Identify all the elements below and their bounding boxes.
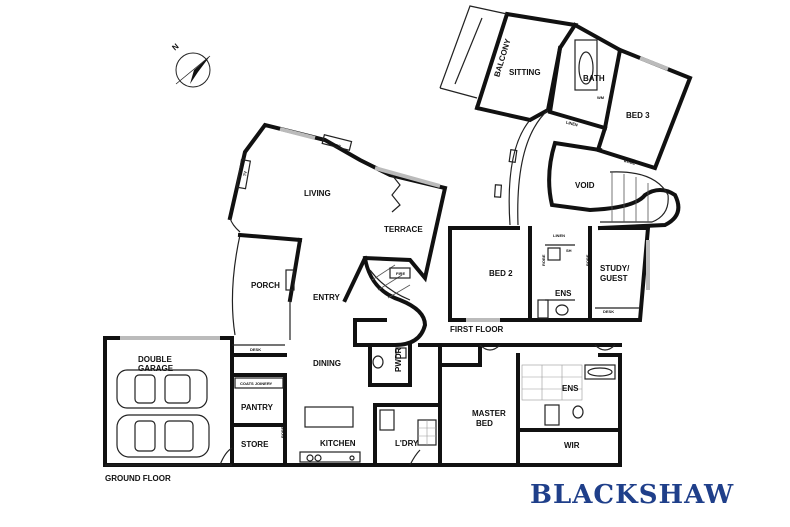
room-store: STORE <box>241 440 269 449</box>
room-ens-ground: ENS <box>562 384 579 393</box>
room-kitchen: KITCHEN <box>320 439 356 448</box>
room-terrace: TERRACE <box>384 225 423 234</box>
north-arrow-icon <box>190 56 210 84</box>
ground-floor-caption: GROUND FLOOR <box>105 474 171 483</box>
laundry-tiles <box>418 420 436 445</box>
ens-ground-tiles <box>521 364 583 401</box>
room-garage-line1: DOUBLE <box>138 355 172 364</box>
fixture-linen-bath: LINEN <box>565 120 578 128</box>
room-void: VOID <box>575 181 595 190</box>
room-pantry: PANTRY <box>241 403 274 412</box>
compass-label: N <box>170 42 180 53</box>
fixture-fire-living: FIRE <box>331 142 341 149</box>
car-top <box>116 369 208 409</box>
room-porch: PORCH <box>251 281 280 290</box>
first-floor-caption: FIRST FLOOR <box>450 325 504 334</box>
fixture-linen-ens: LINEN <box>553 233 565 238</box>
fixture-coats: COATS JOINERY <box>240 381 273 386</box>
room-sitting: SITTING <box>509 68 541 77</box>
fixture-robe-3: ROBE <box>623 158 636 166</box>
car-bottom <box>116 414 210 458</box>
room-ens-first: ENS <box>555 289 572 298</box>
room-entry: ENTRY <box>313 293 340 302</box>
first-floor <box>439 5 693 322</box>
room-bed3: BED 3 <box>626 111 650 120</box>
fixture-sh: SH <box>566 248 572 253</box>
fixture-robe-1: ROBE <box>541 254 546 266</box>
fixture-desk-study: DESK <box>603 309 614 314</box>
room-garage-line2: GARAGE <box>138 364 174 373</box>
fixture-robe-4: ROBE <box>280 426 285 438</box>
fixture-robe-2: ROBE <box>585 254 590 266</box>
room-dining: DINING <box>313 359 341 368</box>
fixture-wm: WM <box>597 95 605 100</box>
ground-floor <box>103 122 622 467</box>
room-bath: BATH <box>583 74 605 83</box>
room-bed2: BED 2 <box>489 269 513 278</box>
brand-logo: BLACKSHAW <box>530 480 734 510</box>
room-master-bed-line2: BED <box>476 419 493 428</box>
compass: N <box>170 42 211 88</box>
room-study-line2: GUEST <box>600 274 628 283</box>
fixture-tv: TV <box>242 170 248 176</box>
room-wir: WIR <box>564 441 580 450</box>
room-ldry: L'DRY <box>395 439 419 448</box>
fixture-fire-terrace: FIRE <box>396 271 405 276</box>
fixture-desk-ground: DESK <box>250 347 261 352</box>
room-living: LIVING <box>304 189 331 198</box>
room-pwdr: PWDR <box>394 347 403 372</box>
room-master-bed-line1: MASTER <box>472 409 506 418</box>
room-study-line1: STUDY/ <box>600 264 630 273</box>
